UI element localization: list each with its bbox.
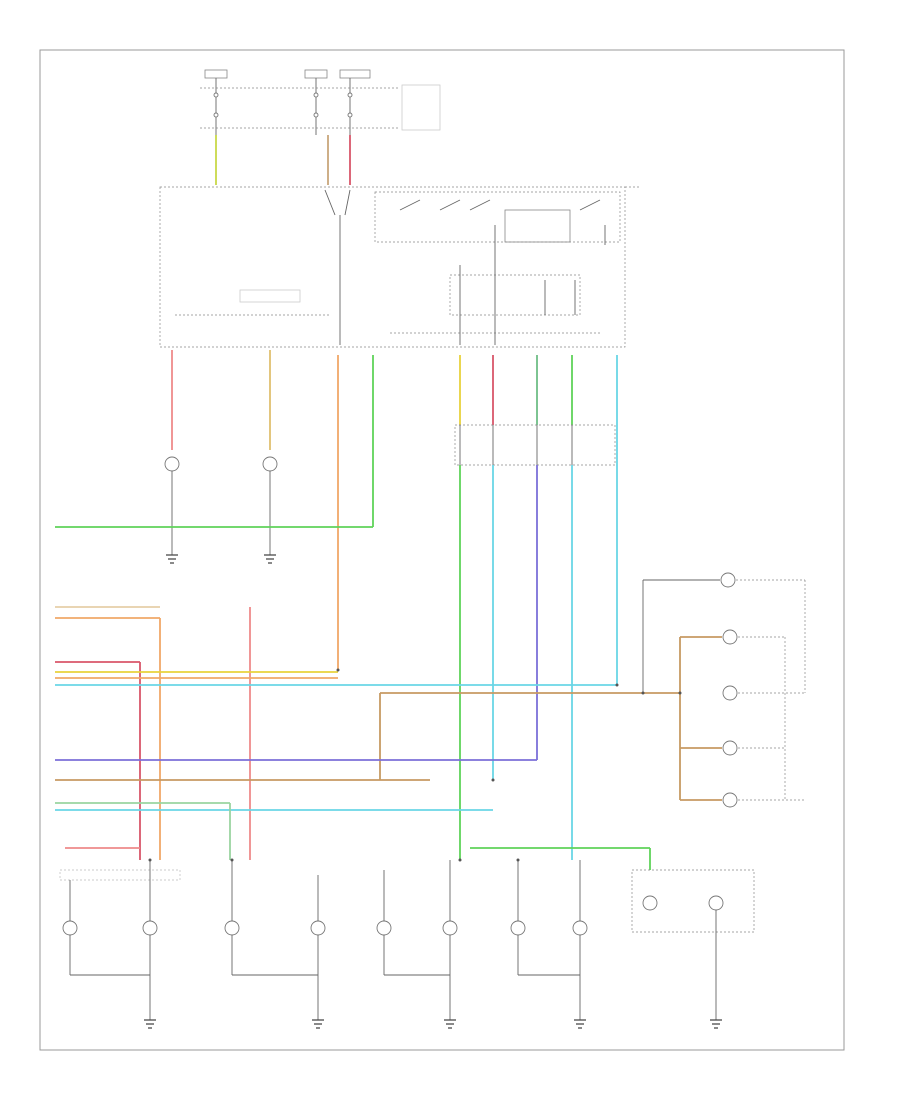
fuse-box-label-block <box>401 84 441 131</box>
lamp-right-front <box>262 456 278 564</box>
fuse-top-2 <box>304 69 328 135</box>
fuse-top-3 <box>339 69 371 135</box>
diagram-frame <box>39 49 845 1051</box>
trailer-connector <box>631 869 755 1029</box>
fuse-top-1 <box>204 69 228 135</box>
fuse-block-lower <box>454 424 616 466</box>
license-lamp <box>642 572 806 693</box>
rear-lamp-groups <box>59 860 588 1029</box>
marker-lamps-right <box>679 629 805 808</box>
lamp-left-front <box>164 456 180 564</box>
splice-dots <box>148 668 682 862</box>
multi-function-switch <box>159 186 640 348</box>
